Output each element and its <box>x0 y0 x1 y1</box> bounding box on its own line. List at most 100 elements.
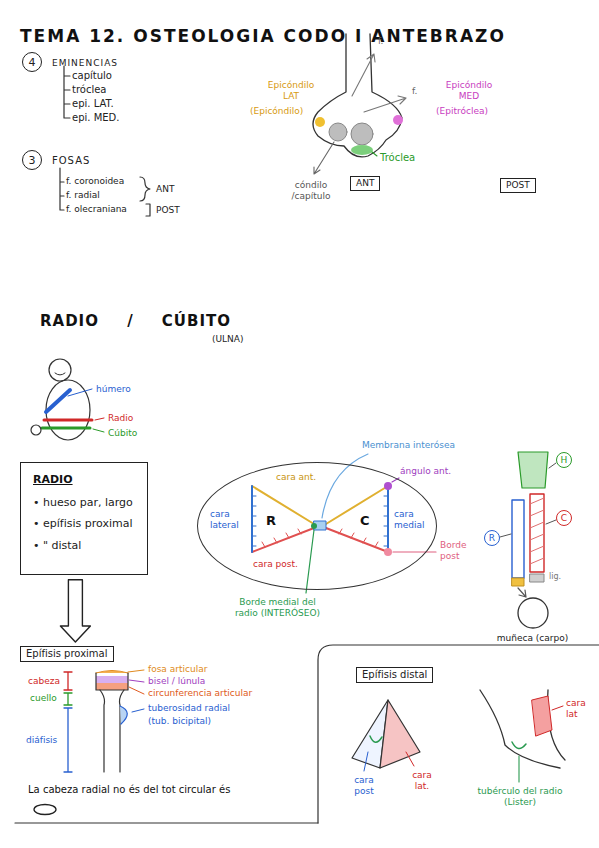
label-text: EMINENCIAS <box>52 58 118 69</box>
leader-line <box>406 752 414 766</box>
label-text: cara post <box>346 775 382 797</box>
humerus-line <box>46 390 70 412</box>
leader-line <box>322 454 368 518</box>
condyle-arrow <box>314 142 334 174</box>
section-line <box>15 822 318 823</box>
label-text: húmero <box>96 384 131 395</box>
face-label: cara post. <box>253 559 298 570</box>
text-box: POST <box>500 178 536 193</box>
label-text: Radio <box>108 413 133 424</box>
box-text: ANT <box>356 178 374 189</box>
radius-head-outline <box>96 673 128 690</box>
label-text: tubérculo del radio (Lister) <box>470 786 570 808</box>
wrist-arrow <box>518 588 526 597</box>
fossa-arrow <box>352 54 375 96</box>
label-text: FOSAS <box>52 155 90 167</box>
box-text: Epífisis proximal <box>26 648 108 660</box>
figure-smile <box>55 373 65 375</box>
label-text: tuberosidad radial <box>148 703 230 714</box>
bracket <box>146 204 150 216</box>
anterior-angle-dot <box>384 482 392 490</box>
note-line: La cabeza radial no és del tot circular … <box>28 778 248 820</box>
label-text: (ULNA) <box>212 334 244 345</box>
tree-line <box>60 168 64 210</box>
label-text: diáfisis <box>26 735 57 746</box>
bracket <box>64 708 72 772</box>
label-text: bisel / lúnula <box>148 676 205 687</box>
leader-line <box>68 389 92 396</box>
circle-text: C <box>561 514 567 523</box>
label-text: tróclea <box>72 84 107 96</box>
label-text: Cúbito <box>108 428 137 439</box>
label-text: f. <box>412 86 417 97</box>
label-text: POST <box>156 205 180 216</box>
circle-node: 3 <box>22 150 42 170</box>
label-text: Borde post <box>440 540 472 562</box>
trochlea-leader <box>372 152 377 156</box>
wrist-label: muñeca (carpo) <box>495 596 570 644</box>
leader-line <box>128 670 144 672</box>
face-label: R <box>266 513 276 529</box>
label-text: Epicóndilo LAT <box>262 80 320 102</box>
leader-line <box>129 680 144 682</box>
head-top <box>96 671 128 674</box>
label-text: (Epitróclea) <box>436 106 488 117</box>
circle-text: R <box>489 534 495 543</box>
label-text: cara lat <box>566 698 594 720</box>
label-text: cabeza <box>28 676 60 687</box>
distal-radius-outline <box>480 690 565 768</box>
tubercle-mark <box>370 736 382 742</box>
circle-text: H <box>561 456 568 465</box>
lateral-medial-faces <box>252 486 388 552</box>
figure-head <box>49 359 71 381</box>
head-circumference <box>96 683 128 690</box>
label-text: ángulo ant. <box>400 466 451 477</box>
circle-node: H <box>556 452 572 468</box>
label-text: f. olecraniana <box>66 204 127 215</box>
ligament <box>530 574 544 582</box>
interosseous-border-dot <box>311 523 317 529</box>
brace <box>140 177 150 201</box>
lateral-epicondyle <box>315 117 325 127</box>
figure-body <box>46 380 90 440</box>
label-text: lig. <box>549 572 561 582</box>
posterior-faces <box>252 528 388 552</box>
box-text: POST <box>506 180 530 191</box>
leader-line <box>132 709 144 712</box>
oval-shape <box>34 804 56 814</box>
face-label: C <box>360 513 370 529</box>
label-text: fosa articular <box>148 664 207 675</box>
text-box: Epífisis proximal <box>20 646 114 662</box>
label-text: cuello <box>30 693 57 704</box>
leader-line <box>129 687 144 694</box>
label-text: circunferencia articular <box>148 688 252 699</box>
bullet-text: • epífisis proximal <box>33 517 135 530</box>
humerus-outline <box>313 34 402 157</box>
lateral-face-patch <box>532 696 552 736</box>
wrist-circle <box>516 596 550 630</box>
fossa-arrow <box>364 96 406 112</box>
humerus-end <box>518 452 548 488</box>
bracket <box>64 672 72 690</box>
leader-line <box>93 429 104 432</box>
leader-line <box>306 530 314 593</box>
radial-tuberosity <box>120 706 127 724</box>
label-text: Tróclea <box>380 152 415 164</box>
head-bevel <box>96 676 128 683</box>
note-text: La cabeza radial no és del tot circular … <box>28 784 230 795</box>
label-text: ANT <box>156 184 174 195</box>
bullet-text: • hueso par, largo <box>33 496 135 509</box>
circle-text: 3 <box>29 155 36 166</box>
radius-line <box>44 419 92 422</box>
leader-line <box>95 418 104 420</box>
leader-line <box>392 478 399 482</box>
trochlea-grey <box>351 123 373 145</box>
label-text: Membrana interósea <box>362 440 455 451</box>
leader-line <box>500 463 556 537</box>
circle-node: 4 <box>22 52 42 72</box>
label-text: cóndilo /capítulo <box>282 180 340 202</box>
face-hatch <box>252 496 388 546</box>
radius-neck-shaft <box>100 690 124 772</box>
